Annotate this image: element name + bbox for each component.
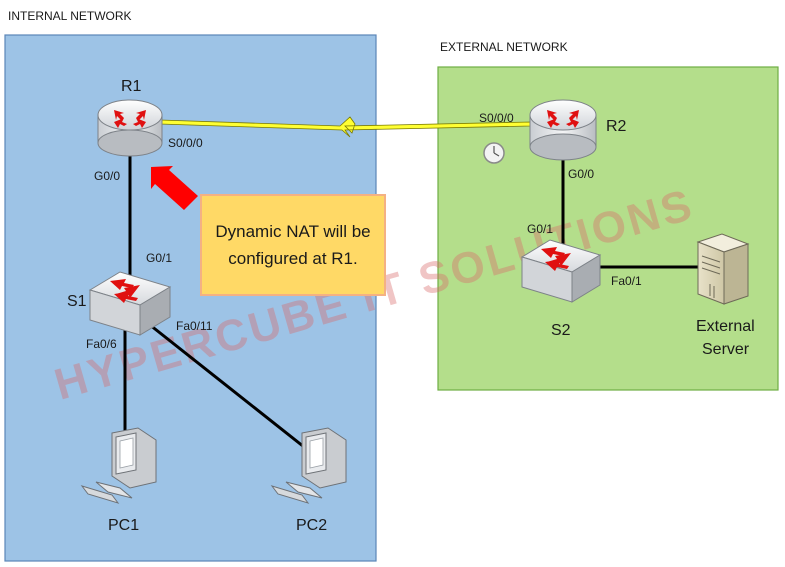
pc2-label: PC2 (296, 517, 327, 534)
nat-callout-box: Dynamic NAT will be configured at R1. (200, 194, 386, 296)
s2-label: S2 (551, 322, 571, 339)
nat-callout-text: Dynamic NAT will be configured at R1. (215, 222, 371, 268)
router-r1-icon (97, 99, 163, 157)
internal-network-label: INTERNAL NETWORK (8, 9, 132, 23)
link-s1-pc2 (149, 323, 319, 460)
switch-s1-icon (88, 271, 172, 336)
external-network-label: EXTERNAL NETWORK (440, 40, 568, 54)
r2-g00-port-label: G0/0 (568, 167, 594, 181)
switch-s2-icon (520, 239, 602, 303)
clock-icon (483, 142, 505, 164)
s1-fa011-port-label: Fa0/11 (176, 319, 213, 333)
server-label-line2: Server (702, 341, 750, 358)
pc1-label: PC1 (108, 517, 139, 534)
s2-g01-port-label: G0/1 (527, 222, 553, 236)
r1-g00-port-label: G0/0 (94, 169, 120, 183)
s2-fa01-port-label: Fa0/1 (611, 274, 642, 288)
external-network-zone (437, 66, 779, 391)
red-arrow-icon (151, 166, 198, 210)
r2-serial-port-label: S0/0/0 (479, 111, 514, 125)
external-server-icon (696, 233, 750, 305)
pc1-icon (80, 427, 157, 504)
r1-serial-port-label: S0/0/0 (168, 136, 203, 150)
s1-label: S1 (67, 293, 87, 310)
r1-label: R1 (121, 78, 142, 95)
s1-g01-port-label: G0/1 (146, 251, 172, 265)
s1-fa06-port-label: Fa0/6 (86, 337, 117, 351)
r2-label: R2 (606, 118, 627, 135)
pc2-icon (270, 427, 347, 504)
server-label-line1: External (696, 318, 755, 335)
router-r2-icon (529, 99, 597, 161)
